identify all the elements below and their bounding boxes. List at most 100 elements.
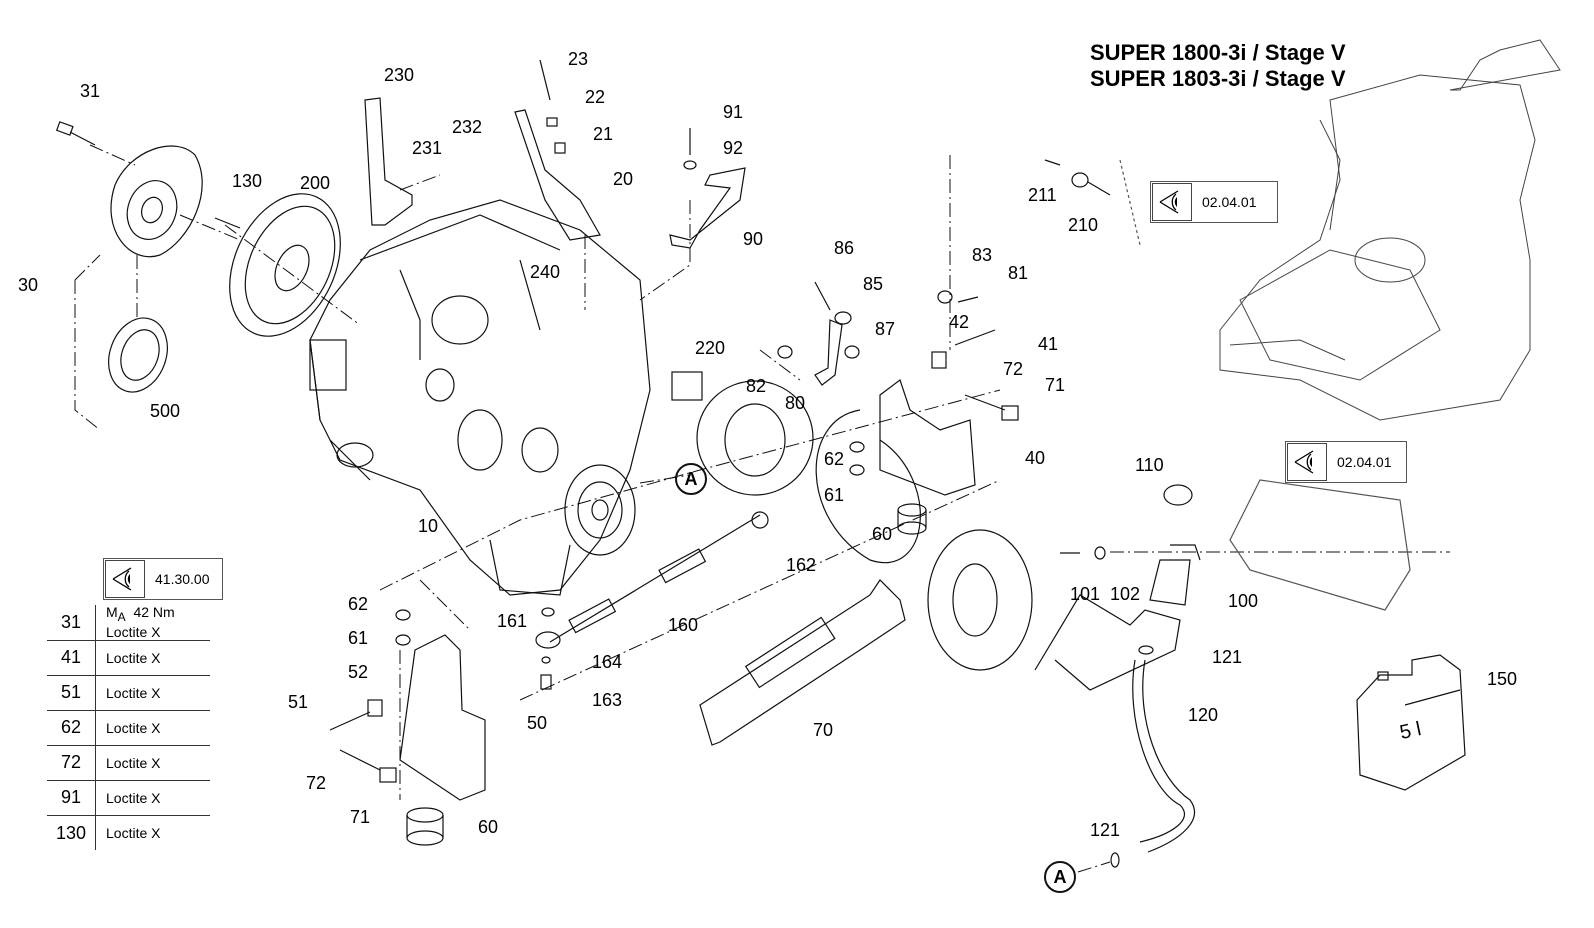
loctite-note: Loctite X <box>106 623 161 640</box>
callout-230[interactable]: 230 <box>384 65 415 85</box>
callout-85[interactable]: 85 <box>863 274 884 294</box>
dipstick-eye-160 <box>535 631 561 649</box>
spacer-71-left <box>379 767 397 783</box>
callout-71-right[interactable]: 71 <box>1045 375 1066 395</box>
callout-62-right[interactable]: 62 <box>824 449 845 469</box>
callout-62-left[interactable]: 62 <box>348 594 369 614</box>
callout-82[interactable]: 82 <box>746 376 767 396</box>
reference-code: 41.30.00 <box>155 571 210 587</box>
part-number: 62 <box>47 709 96 746</box>
callout-110[interactable]: 110 <box>1135 455 1164 475</box>
callout-160[interactable]: 160 <box>668 615 699 635</box>
loctite-note: Loctite X <box>95 709 210 746</box>
engine-10 <box>309 199 651 596</box>
callout-86[interactable]: 86 <box>834 238 855 258</box>
callout-23[interactable]: 23 <box>568 49 589 69</box>
hose-120 <box>1142 659 1196 853</box>
callout-220[interactable]: 220 <box>695 338 726 358</box>
engine-mount-bracket-50 <box>399 634 486 801</box>
callout-83[interactable]: 83 <box>972 245 993 265</box>
callout-91[interactable]: 91 <box>723 102 744 122</box>
nut-87 <box>844 345 860 359</box>
loctite-note: Loctite X <box>95 744 210 781</box>
callout-211[interactable]: 211 <box>1028 185 1057 205</box>
callout-80[interactable]: 80 <box>785 393 806 413</box>
nut-62-right <box>849 441 865 453</box>
bolt-81 <box>957 296 979 303</box>
callout-70[interactable]: 70 <box>813 720 834 740</box>
callout-52[interactable]: 52 <box>348 662 369 682</box>
callout-30[interactable]: 30 <box>18 275 39 295</box>
callout-42[interactable]: 42 <box>949 312 970 332</box>
callout-22[interactable]: 22 <box>585 87 606 107</box>
callout-240[interactable]: 240 <box>530 262 561 282</box>
rubber-mount-60-left <box>406 807 444 846</box>
callout-161[interactable]: 161 <box>497 611 528 631</box>
callout-50[interactable]: 50 <box>527 713 548 733</box>
callout-102[interactable]: 102 <box>1110 584 1141 604</box>
torque-spec: MA 42 Nm <box>106 604 175 624</box>
callout-41[interactable]: 41 <box>1038 334 1059 354</box>
callout-164[interactable]: 164 <box>592 652 623 672</box>
callout-121-top[interactable]: 121 <box>1212 647 1243 667</box>
callout-92[interactable]: 92 <box>723 138 744 158</box>
callout-21[interactable]: 21 <box>593 124 614 144</box>
hose-rings <box>696 380 1033 671</box>
washer-22 <box>546 117 558 127</box>
spacer-42 <box>931 351 947 369</box>
callout-61-right[interactable]: 61 <box>824 485 845 505</box>
callout-31[interactable]: 31 <box>80 81 101 101</box>
nut-62-left <box>395 609 411 621</box>
elastic-ring-500 <box>108 317 168 393</box>
seal-161 <box>541 607 555 617</box>
sensor-220 <box>671 371 703 401</box>
callout-40[interactable]: 40 <box>1025 448 1046 468</box>
table-row: 51 Loctite X <box>47 674 210 711</box>
callout-10[interactable]: 10 <box>418 516 439 536</box>
breather-100 <box>1149 559 1191 606</box>
bolt-72-left <box>339 749 381 771</box>
callout-231[interactable]: 231 <box>412 138 443 158</box>
canister-volume-label: 5 l <box>1397 718 1424 744</box>
bolt-41 <box>954 329 996 346</box>
spacer-52 <box>367 699 383 717</box>
callout-87[interactable]: 87 <box>875 319 896 339</box>
loctite-note: Loctite X <box>95 814 210 851</box>
connection-marker-a-engine: A <box>675 463 707 495</box>
callout-72-left[interactable]: 72 <box>306 773 327 793</box>
callout-60-right[interactable]: 60 <box>872 524 893 544</box>
callout-101[interactable]: 101 <box>1070 584 1101 604</box>
washer-61-left <box>395 634 411 646</box>
callout-120[interactable]: 120 <box>1188 705 1219 725</box>
callout-163[interactable]: 163 <box>592 690 623 710</box>
callout-232[interactable]: 232 <box>452 117 483 137</box>
callout-81[interactable]: 81 <box>1008 263 1029 283</box>
assembly-lines <box>74 144 1450 873</box>
connection-marker-a-hose: A <box>1044 861 1076 893</box>
part-number: 72 <box>47 744 96 781</box>
callout-72-right[interactable]: 72 <box>1003 359 1024 379</box>
callout-100[interactable]: 100 <box>1228 591 1259 611</box>
callout-500[interactable]: 500 <box>150 401 181 421</box>
callout-90[interactable]: 90 <box>743 229 764 249</box>
reference-code: 02.04.01 <box>1337 454 1392 470</box>
reference-box-41-30-00[interactable]: 41.30.00 <box>103 558 223 600</box>
callout-150[interactable]: 150 <box>1487 669 1518 689</box>
reference-box-02-04-01-right[interactable]: 02.04.01 <box>1285 441 1407 483</box>
callout-51[interactable]: 51 <box>288 692 309 712</box>
callout-162[interactable]: 162 <box>786 555 817 575</box>
callout-61-left[interactable]: 61 <box>348 628 369 648</box>
bracket-90 <box>669 167 746 249</box>
callout-20[interactable]: 20 <box>613 169 634 189</box>
callout-121-bottom[interactable]: 121 <box>1090 820 1121 840</box>
callout-130[interactable]: 130 <box>232 171 263 191</box>
callout-200[interactable]: 200 <box>300 173 331 193</box>
bolt-86 <box>814 281 831 311</box>
reference-box-02-04-01-top[interactable]: 02.04.01 <box>1150 181 1278 223</box>
callout-210[interactable]: 210 <box>1068 215 1099 235</box>
callout-71-left[interactable]: 71 <box>350 807 371 827</box>
callout-60-left[interactable]: 60 <box>478 817 499 837</box>
reference-code: 02.04.01 <box>1202 194 1257 210</box>
table-row: 91 Loctite X <box>47 779 210 816</box>
washer-83 <box>937 290 953 304</box>
